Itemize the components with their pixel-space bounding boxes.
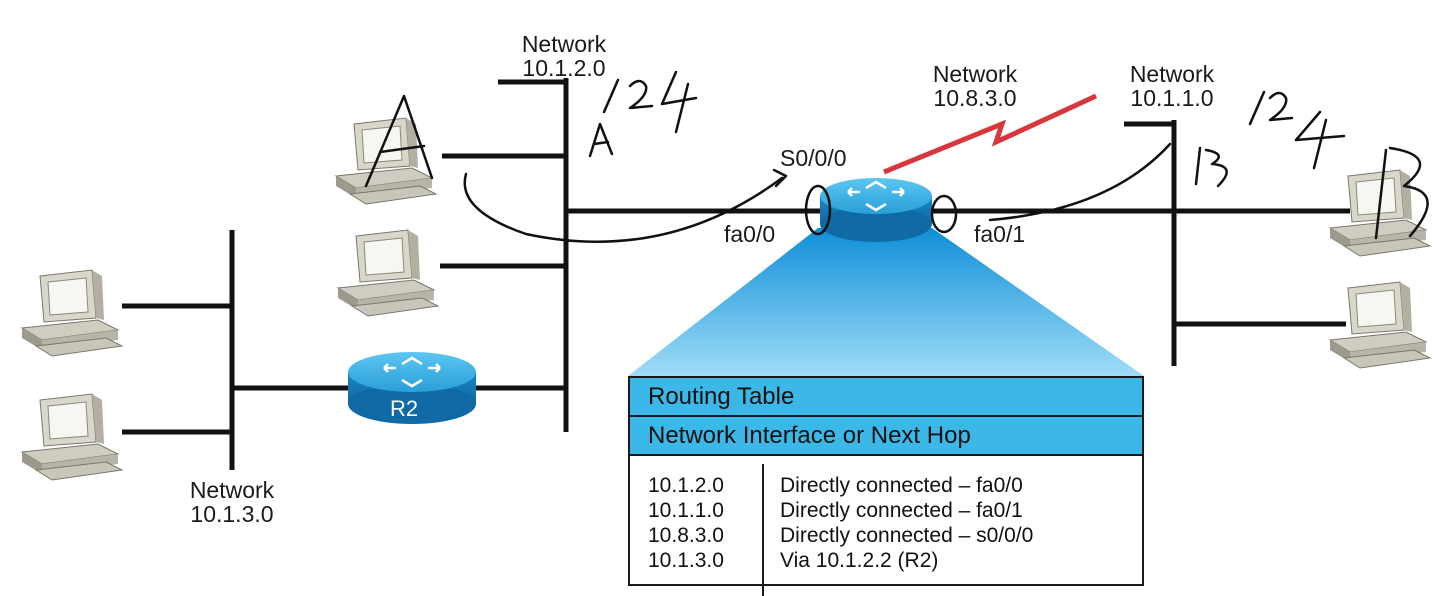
handwriting-annotations (364, 70, 1429, 243)
pc-left-bottom (21, 393, 123, 481)
network-label-text: Network (932, 61, 1018, 87)
route-network: 10.1.1.0 (648, 499, 724, 522)
route-network: 10.8.3.0 (648, 524, 724, 547)
table-row: 10.8.3.0 Directly connected – s0/0/0 (630, 524, 1142, 549)
table-row: 10.1.3.0 Via 10.1.2.2 (R2) (630, 549, 1142, 574)
route-interface: Directly connected – fa0/0 (780, 474, 1023, 497)
interface-label-fa0-0: fa0/0 (724, 221, 776, 247)
interface-label-fa0-1: fa0/1 (974, 221, 1026, 247)
route-network: 10.1.2.0 (648, 474, 724, 497)
network-address: 10.1.1.0 (1130, 85, 1214, 111)
network-address: 10.1.3.0 (190, 501, 274, 527)
network-address: 10.1.2.0 (522, 55, 606, 81)
routing-table: Routing Table Network Interface or Next … (628, 376, 1144, 596)
network-label-text: Network (189, 477, 275, 503)
route-network: 10.1.3.0 (648, 549, 724, 572)
pc-a (335, 117, 437, 205)
projection-beam (628, 228, 1144, 376)
table-row: 10.1.1.0 Directly connected – fa0/1 (630, 499, 1142, 524)
column-divider (762, 464, 764, 596)
routing-table-header: Network Interface or Next Hop (630, 417, 1142, 456)
network-label-10-1-1-0: Network 10.1.1.0 (1112, 62, 1232, 110)
route-interface: Via 10.1.2.2 (R2) (780, 549, 939, 572)
network-label-text: Network (521, 31, 607, 57)
interface-label-serial: S0/0/0 (780, 145, 847, 171)
route-interface: Directly connected – s0/0/0 (780, 524, 1034, 547)
routing-table-body: 10.1.2.0 Directly connected – fa0/0 10.1… (630, 456, 1142, 596)
network-label-text: Network (1129, 61, 1215, 87)
router-main (820, 178, 932, 242)
network-address: 10.8.3.0 (933, 85, 1017, 111)
table-row: 10.1.2.0 Directly connected – fa0/0 (630, 474, 1142, 499)
network-label-10-8-3-0: Network 10.8.3.0 (915, 62, 1035, 110)
router-r2-label: R2 (390, 396, 419, 421)
pc-center (337, 229, 439, 317)
routing-table-title: Routing Table (630, 378, 1142, 417)
network-label-10-1-2-0: Network 10.1.2.0 (504, 32, 624, 80)
serial-link (883, 93, 1098, 175)
network-label-10-1-3-0: Network 10.1.3.0 (172, 478, 292, 526)
route-interface: Directly connected – fa0/1 (780, 499, 1023, 522)
network-diagram (21, 70, 1431, 481)
router-r2 (348, 352, 476, 424)
pc-left-top (21, 269, 123, 357)
